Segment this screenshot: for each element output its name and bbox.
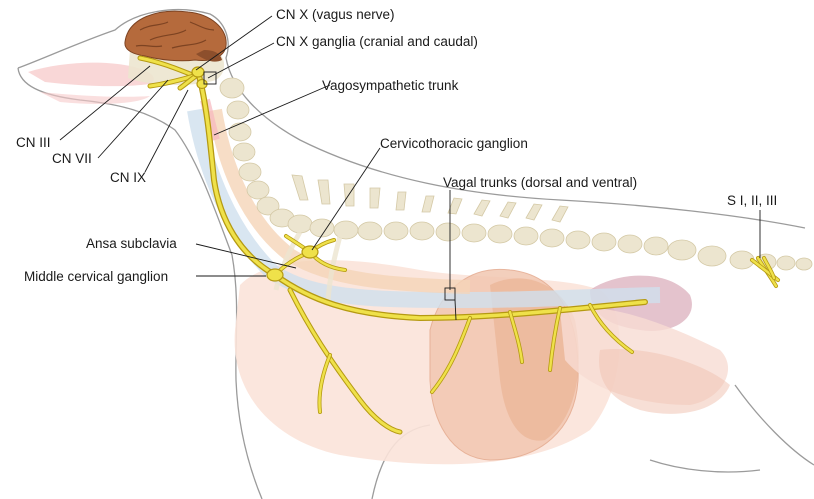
brain bbox=[125, 11, 226, 61]
label-cn-vii: CN VII bbox=[52, 151, 92, 166]
label-cervicothoracic-ganglion: Cervicothoracic ganglion bbox=[380, 136, 528, 151]
label-middle-cervical-ganglion: Middle cervical ganglion bbox=[24, 269, 168, 284]
label-cn-ix: CN IX bbox=[110, 170, 146, 185]
label-vagosympathetic-trunk: Vagosympathetic trunk bbox=[322, 78, 459, 93]
middle-cervical-ganglion-node bbox=[267, 269, 283, 281]
label-cn-x: CN X (vagus nerve) bbox=[276, 7, 395, 22]
label-cn-x-ganglia: CN X ganglia (cranial and caudal) bbox=[276, 34, 478, 49]
cervicothoracic-ganglion-node bbox=[302, 246, 318, 258]
label-sacral: S I, II, III bbox=[727, 193, 777, 208]
label-ansa-subclavia: Ansa subclavia bbox=[86, 236, 177, 251]
label-cn-iii: CN III bbox=[16, 135, 51, 150]
label-vagal-trunks: Vagal trunks (dorsal and ventral) bbox=[443, 175, 637, 190]
